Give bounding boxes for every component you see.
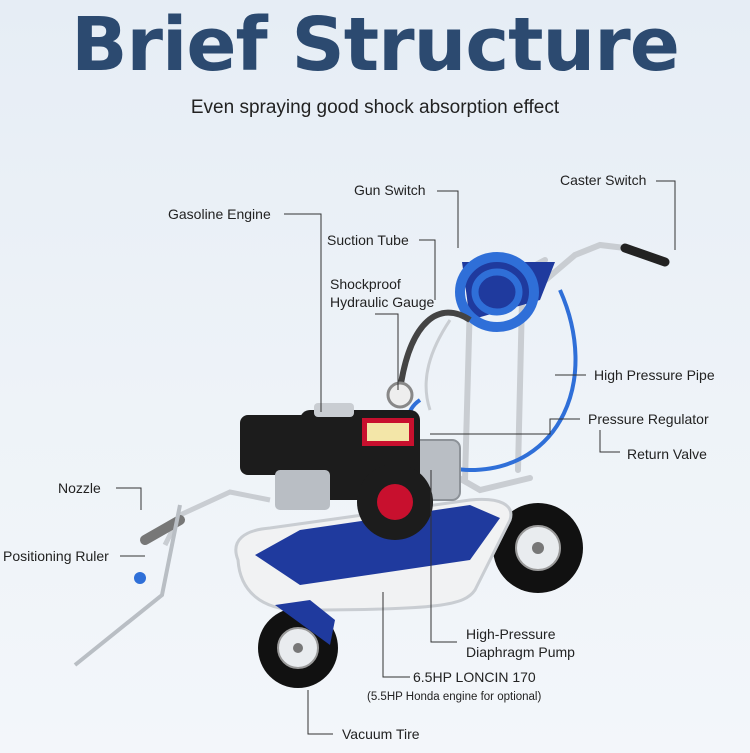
label-gasoline-engine: Gasoline Engine bbox=[168, 206, 271, 222]
label-suction-tube: Suction Tube bbox=[327, 232, 409, 248]
diaphragm-pump-leader bbox=[430, 470, 457, 643]
label-engine-model: 6.5HP LONCIN 170 bbox=[413, 669, 536, 685]
label-high-pressure-pipe: High Pressure Pipe bbox=[594, 367, 715, 383]
gun-switch-leader bbox=[437, 190, 459, 248]
label-diaphragm-pump-line1: High-Pressure bbox=[466, 626, 556, 642]
vacuum-tire-leader bbox=[307, 690, 333, 735]
page-subtitle: Even spraying good shock absorption effe… bbox=[190, 97, 560, 118]
label-nozzle: Nozzle bbox=[58, 480, 101, 496]
label-vacuum-tire: Vacuum Tire bbox=[342, 726, 420, 742]
rear-wheel bbox=[493, 503, 583, 593]
label-positioning-ruler: Positioning Ruler bbox=[3, 548, 109, 564]
label-engine-option: (5.5HP Honda engine for optional) bbox=[367, 691, 542, 703]
page-title: Brief Structure bbox=[71, 2, 680, 88]
label-caster-switch: Caster Switch bbox=[560, 172, 647, 188]
front-wheel bbox=[258, 600, 338, 688]
nozzle-leader bbox=[116, 487, 142, 510]
suction-tube-leader bbox=[419, 239, 436, 300]
label-return-valve: Return Valve bbox=[627, 446, 707, 462]
label-shockproof-line1: Shockproof bbox=[330, 276, 401, 292]
caster-switch-leader bbox=[656, 180, 676, 250]
pressure-regulator-leader bbox=[430, 418, 580, 435]
label-gun-switch: Gun Switch bbox=[354, 182, 426, 198]
engine bbox=[240, 403, 433, 540]
return-valve-leader bbox=[599, 430, 620, 453]
label-shockproof-line2: Hydraulic Gauge bbox=[330, 294, 435, 310]
gasoline-engine-leader bbox=[284, 213, 322, 412]
engine-model-leader bbox=[382, 592, 410, 678]
gauge-leader bbox=[375, 313, 399, 390]
label-pressure-regulator: Pressure Regulator bbox=[588, 411, 709, 427]
label-diaphragm-pump-line2: Diaphragm Pump bbox=[466, 644, 575, 660]
